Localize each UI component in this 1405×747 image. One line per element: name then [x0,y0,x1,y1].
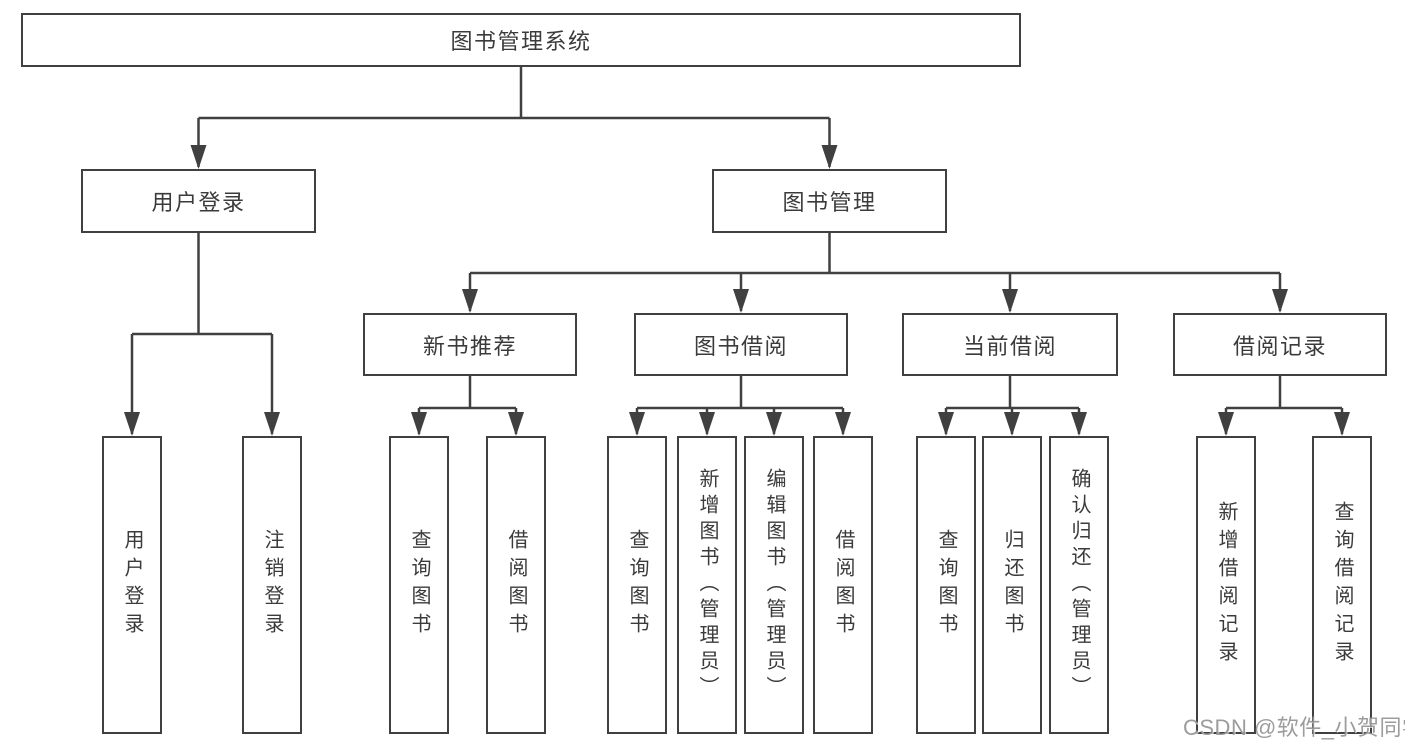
connector-book-borrow-split [637,376,843,410]
node-current-borrow: 当前借阅 [902,313,1118,376]
leaf-query-books-1-label: 查询图书 [408,529,430,641]
leaf-add-borrow-record-label: 新增借阅记录 [1215,501,1237,669]
leaf-query-books-3: 查询图书 [916,436,976,734]
connector-current-borrow-split [946,376,1079,410]
leaf-query-books-1: 查询图书 [389,436,449,734]
node-book-management: 图书管理 [712,169,947,233]
connector-user-login-split [132,233,272,336]
leaf-logout-label: 注销登录 [261,529,283,641]
leaf-borrow-books-2-label: 借阅图书 [832,529,854,641]
leaf-query-books-3-label: 查询图书 [935,529,957,641]
connector-borrow-records-split [1226,376,1342,410]
leaf-confirm-return-admin: 确认归还（管理员） [1049,436,1109,734]
leaf-borrow-books-1: 借阅图书 [486,436,546,734]
leaf-edit-book-admin-label: 编辑图书（管理员） [763,468,785,702]
node-new-book-recommend: 新书推荐 [363,313,577,376]
leaf-add-book-admin-label: 新增图书（管理员） [696,468,718,702]
leaf-confirm-return-admin-label: 确认归还（管理员） [1068,468,1090,702]
connector-new-book-split [419,376,516,410]
leaf-return-book-label: 归还图书 [1001,529,1023,641]
node-root-label: 图书管理系统 [450,29,592,54]
node-book-management-label: 图书管理 [782,190,877,215]
leaf-edit-book-admin: 编辑图书（管理员） [744,436,804,734]
leaf-add-book-admin: 新增图书（管理员） [677,436,737,734]
node-borrow-records-label: 借阅记录 [1232,333,1327,359]
node-book-borrow-label: 图书借阅 [693,333,788,359]
node-user-login: 用户登录 [81,169,316,233]
leaf-logout: 注销登录 [242,436,302,734]
node-current-borrow-label: 当前借阅 [962,333,1057,359]
node-root: 图书管理系统 [21,13,1021,67]
node-book-borrow: 图书借阅 [634,313,848,376]
watermark: CSDN @软件_小贺同学 [1183,715,1405,740]
leaf-query-borrow-record-label: 查询借阅记录 [1331,501,1353,669]
leaf-borrow-books-1-label: 借阅图书 [505,529,527,641]
leaf-query-books-2-label: 查询图书 [626,529,648,641]
leaf-query-borrow-record: 查询借阅记录 [1312,436,1372,734]
connector-book-mgmt-split [470,233,1280,275]
leaf-user-login: 用户登录 [102,436,162,734]
leaf-add-borrow-record: 新增借阅记录 [1196,436,1256,734]
leaf-borrow-books-2: 借阅图书 [813,436,873,734]
connector-root-split [198,67,830,120]
leaf-user-login-label: 用户登录 [121,529,143,641]
node-user-login-label: 用户登录 [151,190,246,215]
node-new-book-recommend-label: 新书推荐 [422,333,517,359]
leaf-query-books-2: 查询图书 [607,436,667,734]
leaf-return-book: 归还图书 [982,436,1042,734]
node-borrow-records: 借阅记录 [1173,313,1387,376]
